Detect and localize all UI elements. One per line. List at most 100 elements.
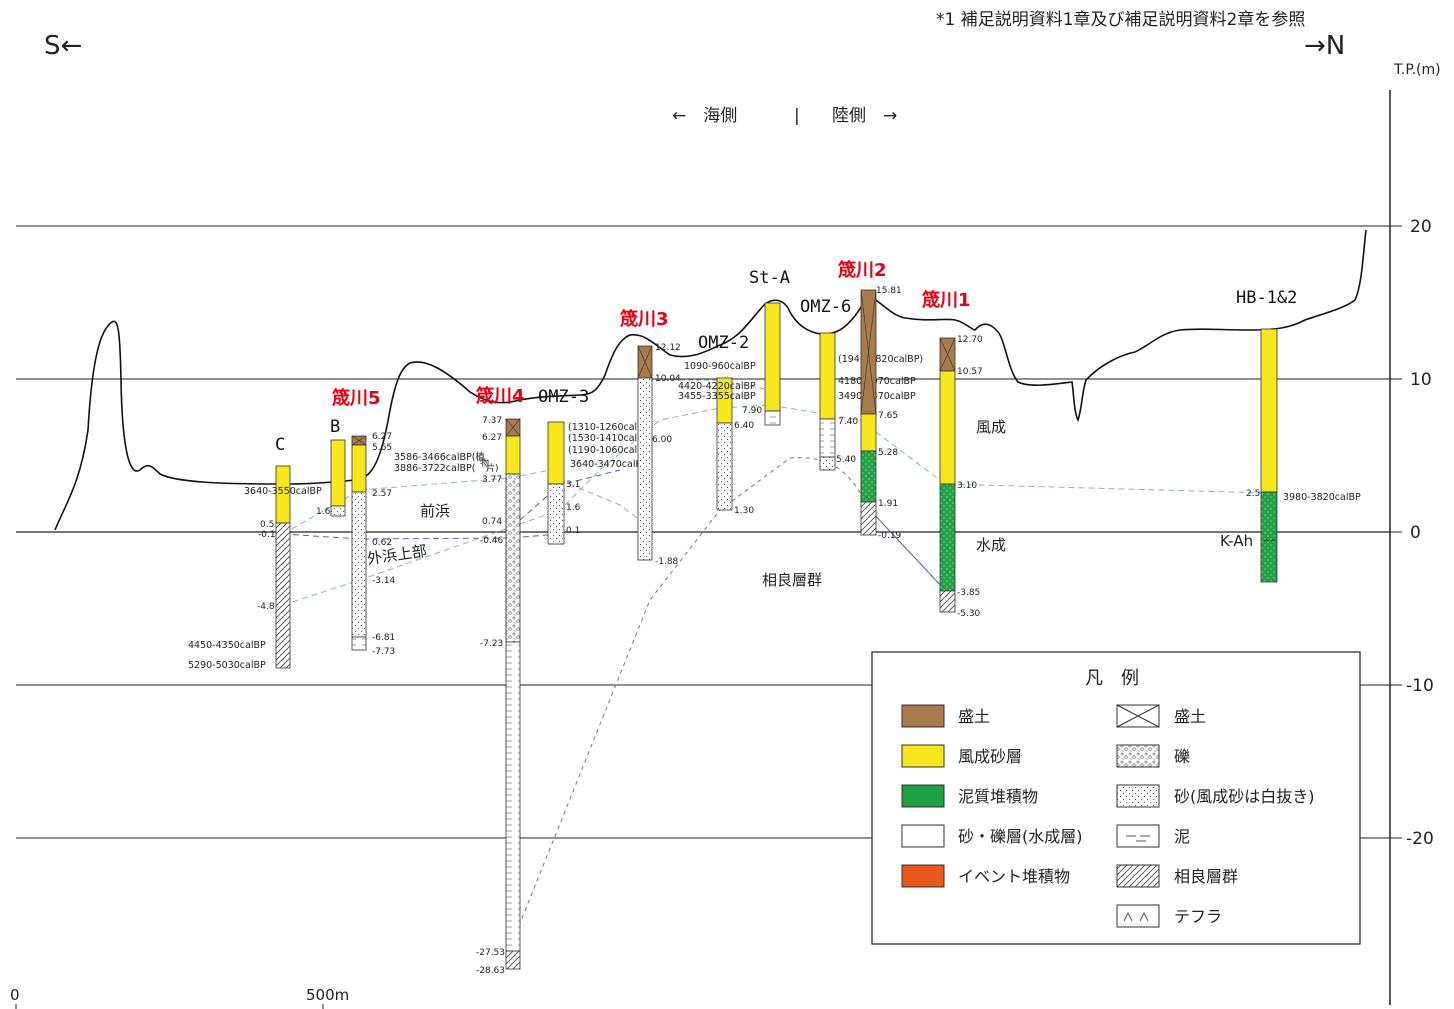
borehole-osagawa2-label: 筬川2 bbox=[837, 259, 887, 281]
reference-note: *1 補足説明資料1章及び補足説明資料2章を参照 bbox=[936, 10, 1305, 30]
svg-text:風成砂層: 風成砂層 bbox=[958, 747, 1022, 766]
svg-text:2.57: 2.57 bbox=[372, 489, 392, 499]
svg-text:3.1: 3.1 bbox=[566, 480, 580, 490]
svg-text:1.6: 1.6 bbox=[316, 507, 331, 517]
distance-scale: 0 500m bbox=[10, 986, 349, 1009]
borehole-omz3-label: OMZ-3 bbox=[538, 387, 589, 407]
svg-text:-28.63: -28.63 bbox=[476, 966, 505, 976]
svg-text:盛土: 盛土 bbox=[1174, 707, 1206, 726]
svg-text:0.5: 0.5 bbox=[260, 520, 274, 530]
svg-text:(1190-1060calBP): (1190-1060calBP) bbox=[568, 445, 653, 456]
svg-text:5.40: 5.40 bbox=[836, 455, 856, 465]
svg-text:6.27: 6.27 bbox=[482, 433, 502, 443]
tick-minus10: -10 bbox=[1406, 676, 1434, 696]
borehole-c: C 3640-3550calBP 0.5 -0.1 -4.8 4450-4350… bbox=[188, 435, 322, 671]
svg-text:-27.53: -27.53 bbox=[476, 948, 505, 958]
svg-text:3.10: 3.10 bbox=[957, 481, 977, 491]
borehole-osagawa3-label: 筬川3 bbox=[619, 308, 669, 330]
svg-text:5.28: 5.28 bbox=[878, 448, 898, 458]
svg-text:1090-960calBP: 1090-960calBP bbox=[684, 361, 756, 372]
svg-text:7.65: 7.65 bbox=[878, 411, 898, 421]
svg-text:3586-3466calBP(植: 3586-3466calBP(植 bbox=[394, 451, 485, 463]
svg-text:(1940-1820calBP): (1940-1820calBP) bbox=[838, 354, 923, 365]
svg-text:1.6: 1.6 bbox=[566, 503, 581, 513]
svg-text:6.40: 6.40 bbox=[734, 421, 754, 431]
svg-text:0.1: 0.1 bbox=[566, 526, 580, 536]
borehole-osagawa3: 筬川3 12.12 10.04 -1.88 bbox=[619, 308, 681, 567]
ground-surface-profile bbox=[54, 229, 1367, 531]
svg-text:4420-4220calBP: 4420-4220calBP bbox=[678, 381, 756, 392]
tick-minus20: -20 bbox=[1406, 829, 1434, 849]
tephra-k-ah-label: K-Ah bbox=[1220, 532, 1253, 550]
sand-dots-icon bbox=[1116, 784, 1160, 808]
gravel-icon bbox=[1116, 744, 1160, 768]
svg-text:3490-3370calBP: 3490-3370calBP bbox=[838, 391, 916, 402]
svg-text:泥質堆積物: 泥質堆積物 bbox=[958, 787, 1038, 806]
borehole-osagawa5-label: 筬川5 bbox=[331, 387, 381, 409]
svg-text:-3.14: -3.14 bbox=[372, 576, 396, 586]
legend: 凡 例 盛土 風成砂層 泥質堆積物 砂・礫層(水成層) イベント堆積物 盛土 礫… bbox=[871, 651, 1361, 945]
svg-text:4450-4350calBP: 4450-4350calBP bbox=[188, 640, 266, 651]
borehole-osagawa4: 筬川4 7.37 6.27 3586-3466calBP(植 3886-3722… bbox=[394, 385, 525, 976]
borehole-omz3: OMZ-3 (1310-1260calBP) (1530-1410calBP) … bbox=[538, 387, 672, 545]
svg-text:^^: ^^ bbox=[1263, 538, 1276, 547]
borehole-b: B 1.6 bbox=[316, 417, 346, 517]
svg-text:3455-3355calBP: 3455-3355calBP bbox=[678, 391, 756, 402]
svg-text:(1530-1410calBP): (1530-1410calBP) bbox=[568, 433, 653, 444]
svg-text:3980-3820calBP: 3980-3820calBP bbox=[1283, 492, 1361, 503]
svg-text:12.70: 12.70 bbox=[957, 335, 983, 345]
svg-text:5.65: 5.65 bbox=[372, 443, 392, 453]
svg-text:0.74: 0.74 bbox=[482, 517, 502, 527]
svg-text:イベント堆積物: イベント堆積物 bbox=[958, 867, 1070, 886]
south-direction: S← bbox=[44, 31, 82, 61]
legend-title: 凡 例 bbox=[1085, 668, 1139, 689]
svg-text:3.77: 3.77 bbox=[482, 475, 502, 485]
svg-text:砂・礫層(水成層): 砂・礫層(水成層) bbox=[958, 827, 1083, 846]
tick-20: 20 bbox=[1410, 217, 1432, 237]
scale-zero: 0 bbox=[10, 986, 20, 1004]
svg-text:12.12: 12.12 bbox=[655, 343, 681, 353]
axis-unit: T.P.(m) bbox=[1393, 62, 1441, 78]
aqueous-label: 水成 bbox=[976, 536, 1006, 554]
svg-text:3640-3550calBP: 3640-3550calBP bbox=[244, 486, 322, 497]
svg-text:6.00: 6.00 bbox=[652, 435, 672, 445]
legend-swatch-aeolian-sand bbox=[901, 744, 945, 768]
svg-text:片): 片) bbox=[486, 462, 499, 474]
side-separator: | bbox=[794, 106, 800, 126]
borehole-omz6: OMZ-6 (1940-1820calBP) 4180-4070calBP 34… bbox=[800, 297, 923, 471]
svg-text:-0.19: -0.19 bbox=[878, 531, 902, 541]
borehole-omz6-label: OMZ-6 bbox=[800, 297, 851, 317]
borehole-hb-label: HB-1&2 bbox=[1236, 288, 1297, 308]
svg-text:-0.1: -0.1 bbox=[258, 530, 276, 540]
borehole-osagawa2: 筬川2 15.81 7.65 5.28 1.91 -0.19 bbox=[837, 259, 902, 541]
borehole-b-label: B bbox=[330, 417, 340, 437]
svg-text:(1310-1260calBP): (1310-1260calBP) bbox=[568, 422, 653, 433]
borehole-osagawa1: 筬川1 12.70 10.57 3.10 -3.85 -5.30 bbox=[921, 289, 983, 619]
svg-text:礫: 礫 bbox=[1174, 747, 1190, 766]
svg-text:泥: 泥 bbox=[1174, 827, 1190, 846]
svg-text:1.30: 1.30 bbox=[734, 506, 754, 516]
legend-swatch-sand-gravel bbox=[901, 824, 945, 848]
svg-text:-3.85: -3.85 bbox=[957, 588, 980, 598]
svg-text:相良層群: 相良層群 bbox=[1174, 867, 1238, 886]
svg-text:-6.81: -6.81 bbox=[372, 633, 395, 643]
foreshore-label: 前浜 bbox=[420, 502, 450, 520]
borehole-omz2: OMZ-2 1090-960calBP 4420-4220calBP 3455-… bbox=[678, 333, 756, 516]
svg-text:15.81: 15.81 bbox=[876, 286, 902, 296]
svg-text:7.40: 7.40 bbox=[838, 417, 858, 427]
svg-text:10.04: 10.04 bbox=[655, 374, 681, 384]
svg-text:テフラ: テフラ bbox=[1174, 907, 1222, 926]
svg-text:-7.23: -7.23 bbox=[480, 639, 503, 649]
hatch-icon bbox=[1116, 864, 1160, 888]
borehole-omz2-label: OMZ-2 bbox=[698, 333, 749, 353]
borehole-st-a: St-A 7.90 bbox=[742, 268, 790, 426]
tick-10: 10 bbox=[1410, 370, 1432, 390]
svg-text:3640-3470calBP: 3640-3470calBP bbox=[570, 459, 648, 470]
svg-text:-4.8: -4.8 bbox=[257, 602, 275, 612]
legend-swatch-event-deposit bbox=[901, 864, 945, 888]
land-side-label: 陸側 → bbox=[832, 106, 897, 126]
svg-text:4180-4070calBP: 4180-4070calBP bbox=[838, 376, 916, 387]
scale-500m: 500m bbox=[306, 986, 349, 1004]
svg-text:-7.73: -7.73 bbox=[372, 647, 395, 657]
tephra-icon bbox=[1116, 904, 1160, 928]
